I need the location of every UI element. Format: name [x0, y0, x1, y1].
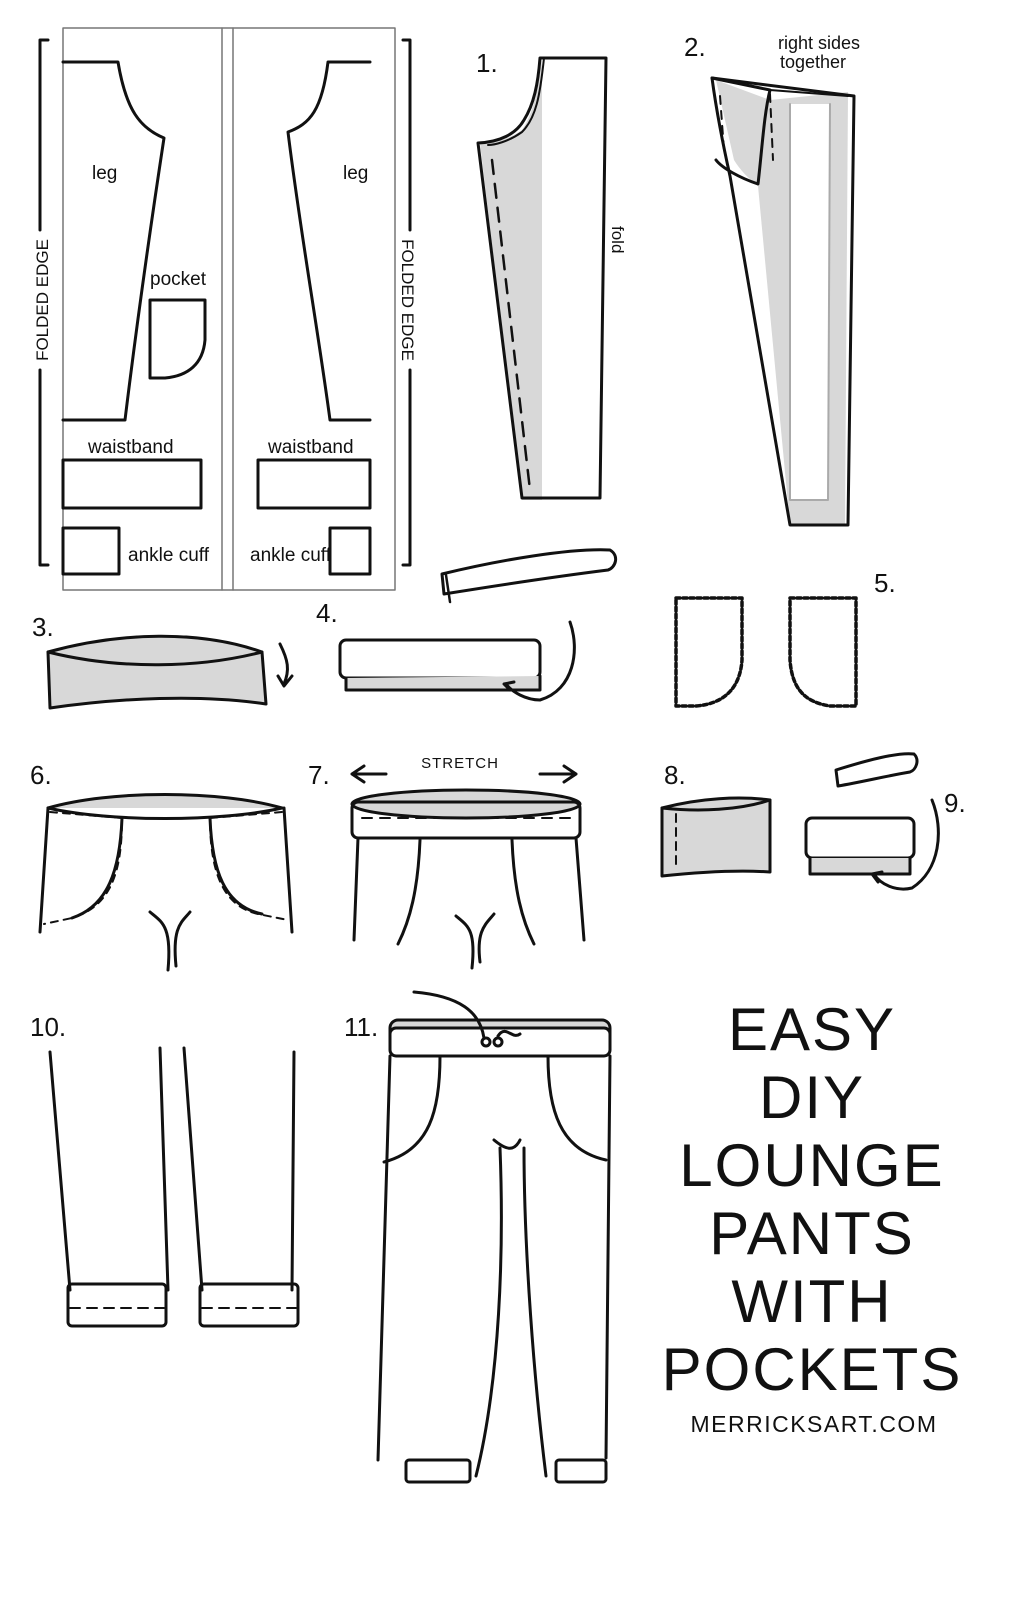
step-8-diagram	[660, 796, 772, 878]
waistband-label-left: waistband	[87, 437, 174, 458]
ankle-cuff-label-right: ankle cuff	[250, 545, 332, 566]
step-11-number: 11.	[344, 1012, 378, 1042]
leg-label-left: leg	[92, 163, 117, 184]
folded-edge-label-left: FOLDED EDGE	[33, 239, 52, 361]
pattern-layout	[38, 27, 412, 591]
stretch-label: STRETCH	[421, 755, 499, 772]
step-5-diagram	[674, 596, 858, 708]
title-line-5: WITH	[731, 1268, 892, 1335]
waistband-label-right: waistband	[267, 437, 354, 458]
title-line-1: EASY	[728, 996, 896, 1063]
step-5-number: 5.	[874, 568, 896, 598]
leg-piece-right	[286, 60, 372, 422]
leg-piece-left	[61, 60, 166, 422]
step-3-number: 3.	[32, 612, 54, 642]
step-10-diagram	[48, 1046, 300, 1328]
fold-label: fold	[608, 226, 627, 253]
step-7-number: 7.	[308, 760, 330, 790]
right-bracket	[401, 38, 412, 567]
pocket-piece	[148, 298, 207, 380]
right-sides-label-line1: right sides	[778, 33, 860, 53]
title-line-3: LOUNGE	[679, 1132, 944, 1199]
step-9-diagram	[804, 752, 940, 891]
step-2-number: 2.	[684, 32, 706, 62]
step-10-number: 10.	[30, 1012, 66, 1042]
measuring-tape-icon	[440, 548, 618, 596]
folded-edge-label-right: FOLDED EDGE	[398, 239, 417, 361]
step-9-number: 9.	[944, 788, 966, 818]
step-7-diagram	[350, 764, 586, 970]
waistband-piece-left	[61, 458, 203, 510]
title-line-6: POCKETS	[662, 1336, 963, 1403]
step-2-diagram	[710, 76, 856, 527]
pattern-labels: FOLDED EDGE FOLDED EDGE leg leg pocket w…	[33, 163, 417, 566]
title-line-2: DIY	[759, 1064, 865, 1131]
annotations: fold right sides together STRETCH	[421, 33, 860, 772]
leg-label-right: leg	[343, 163, 368, 184]
step-3-diagram	[46, 634, 294, 710]
step-numbers: 1. 2. 3. 4. 5. 6. 7. 8. 9. 10. 11.	[30, 32, 966, 1042]
website-credit: MERRICKSART.COM	[691, 1411, 938, 1437]
step-1-diagram	[476, 56, 608, 500]
step-4-number: 4.	[316, 598, 338, 628]
pocket-label: pocket	[150, 269, 207, 290]
left-bracket	[38, 38, 50, 567]
ankle-cuff-piece-left	[61, 526, 121, 576]
title-line-4: PANTS	[709, 1200, 915, 1267]
step-6-diagram	[38, 793, 294, 972]
right-sides-label-line2: together	[780, 52, 846, 72]
waistband-piece-right	[256, 458, 372, 510]
step-1-number: 1.	[476, 48, 498, 78]
step-11-diagram	[376, 990, 612, 1484]
step-8-number: 8.	[664, 760, 686, 790]
measuring-tape-icon-small	[834, 752, 919, 788]
title-block: EASY DIY LOUNGE PANTS WITH POCKETS MERRI…	[662, 996, 963, 1437]
step-4-diagram	[338, 548, 618, 702]
ankle-cuff-piece-right	[328, 526, 372, 576]
ankle-cuff-label-left: ankle cuff	[128, 545, 210, 566]
step-6-number: 6.	[30, 760, 52, 790]
